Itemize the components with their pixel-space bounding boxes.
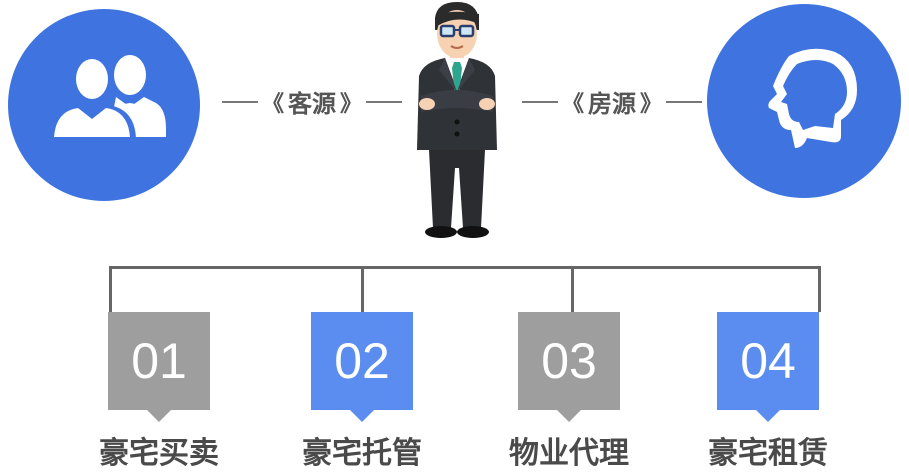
pointer-notch [350, 410, 374, 422]
clients-link-label: 客源 [288, 90, 337, 118]
people-icon [48, 55, 166, 141]
listings-link: 《 房源 》 [522, 84, 703, 119]
chevron-left-icon: 《 [262, 91, 285, 117]
pointer-notch [147, 410, 171, 422]
service-number: 04 [740, 333, 796, 389]
listings-link-label: 房源 [588, 90, 637, 118]
pointer-notch [557, 410, 581, 422]
chevron-right-icon: 》 [640, 91, 663, 117]
speaking-head-icon [768, 48, 857, 148]
service-label-02: 豪宅托管 [302, 436, 422, 471]
connector-drop-03 [571, 266, 574, 312]
connector-drop-02 [361, 266, 364, 312]
connector-horizontal [109, 266, 821, 269]
connector-dash [522, 100, 558, 103]
service-number: 02 [334, 333, 390, 389]
service-number: 01 [131, 333, 187, 389]
connector-dash [222, 100, 258, 103]
service-box-02: 02 [311, 312, 413, 422]
listings-circle [707, 4, 901, 198]
service-number: 03 [541, 333, 597, 389]
clients-circle [8, 9, 200, 201]
service-label-01: 豪宅买卖 [99, 436, 219, 471]
chevron-left-icon: 《 [562, 91, 585, 117]
service-label-04: 豪宅租赁 [708, 436, 828, 471]
connector-dash [666, 100, 703, 103]
businessman-illustration [417, 2, 497, 238]
connector-drop-04 [818, 266, 821, 312]
pointer-notch [756, 410, 780, 422]
clients-link: 《 客源 》 [222, 84, 403, 119]
service-label-03: 物业代理 [509, 436, 629, 471]
chevron-right-icon: 》 [340, 91, 363, 117]
connector-drop-01 [109, 266, 112, 312]
connector-dash [366, 100, 403, 103]
service-box-01: 01 [108, 312, 210, 422]
service-box-04: 04 [717, 312, 819, 422]
service-box-03: 03 [518, 312, 620, 422]
